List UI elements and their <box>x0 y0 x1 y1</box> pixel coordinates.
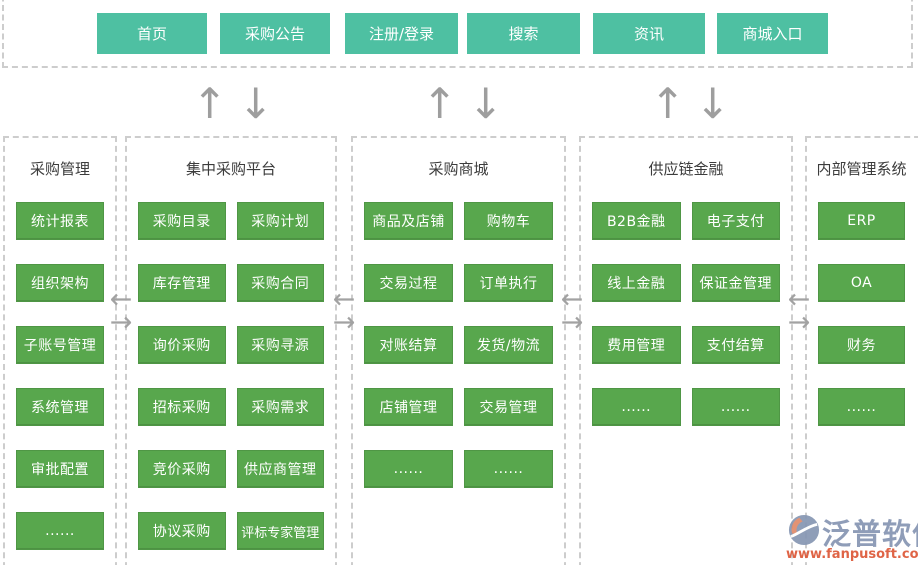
up-arrow-icon: ↑ <box>192 79 228 128</box>
module-box[interactable]: 采购目录 <box>138 202 226 240</box>
nav-button-announcements[interactable]: 采购公告 <box>220 13 330 54</box>
right-arrow-icon: → <box>787 307 811 338</box>
module-box[interactable]: 采购合同 <box>236 264 324 302</box>
module-box[interactable]: ...... <box>364 450 453 488</box>
module-box[interactable]: 采购需求 <box>236 388 324 426</box>
column-internal-management-systems: 内部管理系统 ERP OA 财务 ...... <box>805 136 918 565</box>
module-box[interactable]: 系统管理 <box>16 388 104 426</box>
module-box[interactable]: 询价采购 <box>138 326 226 364</box>
down-arrow-icon: ↓ <box>468 79 504 128</box>
right-arrow-icon: → <box>560 307 584 338</box>
module-box[interactable]: 费用管理 <box>592 326 681 364</box>
nav-button-mall-entry[interactable]: 商城入口 <box>717 13 828 54</box>
module-box[interactable]: 采购寻源 <box>236 326 324 364</box>
right-arrow-icon: → <box>109 307 133 338</box>
column-procurement-management: 采购管理 统计报表 组织架构 子账号管理 系统管理 审批配置 ...... <box>3 136 117 565</box>
top-nav-panel <box>2 0 913 68</box>
column-supply-chain-finance: 供应链金融 B2B金融 电子支付 线上金融 保证金管理 费用管理 支付结算 ..… <box>579 136 793 565</box>
module-box[interactable]: 购物车 <box>464 202 553 240</box>
module-box[interactable]: 交易管理 <box>464 388 553 426</box>
watermark-url-text: www.fanpusoft.com <box>786 547 918 562</box>
module-box[interactable]: 支付结算 <box>691 326 780 364</box>
module-box[interactable]: 交易过程 <box>364 264 453 302</box>
module-box[interactable]: ...... <box>16 512 104 550</box>
module-box[interactable]: 协议采购 <box>138 512 226 550</box>
column-title: 采购商城 <box>428 160 489 178</box>
module-box[interactable]: 店铺管理 <box>364 388 453 426</box>
module-grid: 统计报表 组织架构 子账号管理 系统管理 审批配置 ...... <box>16 202 104 550</box>
module-box[interactable]: 供应商管理 <box>236 450 324 488</box>
module-box[interactable]: B2B金融 <box>592 202 681 240</box>
module-box[interactable]: 统计报表 <box>16 202 104 240</box>
nav-button-search[interactable]: 搜索 <box>467 13 580 54</box>
down-arrow-icon: ↓ <box>695 79 731 128</box>
module-box[interactable]: 竞价采购 <box>138 450 226 488</box>
module-box[interactable]: ...... <box>592 388 681 426</box>
module-box[interactable]: 财务 <box>818 326 905 364</box>
module-box[interactable]: 库存管理 <box>138 264 226 302</box>
down-arrow-icon: ↓ <box>238 79 274 128</box>
module-box[interactable]: ...... <box>691 388 780 426</box>
module-box[interactable]: 采购计划 <box>236 202 324 240</box>
column-central-procurement-platform: 集中采购平台 采购目录 采购计划 库存管理 采购合同 询价采购 采购寻源 招标采… <box>125 136 337 565</box>
left-arrow-icon: ← <box>787 284 811 315</box>
up-arrow-icon: ↑ <box>422 79 458 128</box>
column-title: 集中采购平台 <box>185 160 276 178</box>
module-box[interactable]: 保证金管理 <box>691 264 780 302</box>
module-box[interactable]: 组织架构 <box>16 264 104 302</box>
module-grid: ERP OA 财务 ...... <box>818 202 905 426</box>
module-box[interactable]: 子账号管理 <box>16 326 104 364</box>
right-arrow-icon: → <box>332 307 356 338</box>
left-arrow-icon: ← <box>560 284 584 315</box>
module-box[interactable]: 线上金融 <box>592 264 681 302</box>
watermark-brand-text: 泛普软件 <box>822 517 918 551</box>
nav-button-home[interactable]: 首页 <box>97 13 207 54</box>
module-grid: 商品及店铺 购物车 交易过程 订单执行 对账结算 发货/物流 店铺管理 交易管理… <box>364 202 553 488</box>
module-box[interactable]: 发货/物流 <box>464 326 553 364</box>
module-box[interactable]: 招标采购 <box>138 388 226 426</box>
left-arrow-icon: ← <box>109 284 133 315</box>
left-arrow-icon: ← <box>332 284 356 315</box>
module-box[interactable]: 商品及店铺 <box>364 202 453 240</box>
nav-button-register-login[interactable]: 注册/登录 <box>345 13 458 54</box>
module-box[interactable]: ...... <box>464 450 553 488</box>
column-title: 供应链金融 <box>648 160 724 178</box>
module-box[interactable]: OA <box>818 264 905 302</box>
module-box[interactable]: ...... <box>818 388 905 426</box>
fanpu-logo-icon <box>788 514 820 546</box>
module-box[interactable]: 电子支付 <box>691 202 780 240</box>
watermark: 泛普软件 www.fanpusoft.com <box>786 511 918 565</box>
module-grid: 采购目录 采购计划 库存管理 采购合同 询价采购 采购寻源 招标采购 采购需求 … <box>138 202 324 550</box>
module-box[interactable]: 对账结算 <box>364 326 453 364</box>
column-title: 采购管理 <box>29 160 90 178</box>
column-procurement-mall: 采购商城 商品及店铺 购物车 交易过程 订单执行 对账结算 发货/物流 店铺管理… <box>351 136 566 565</box>
module-box[interactable]: 审批配置 <box>16 450 104 488</box>
module-box[interactable]: ERP <box>818 202 905 240</box>
nav-button-news[interactable]: 资讯 <box>593 13 705 54</box>
up-arrow-icon: ↑ <box>650 79 686 128</box>
module-grid: B2B金融 电子支付 线上金融 保证金管理 费用管理 支付结算 ...... .… <box>592 202 780 426</box>
module-box[interactable]: 评标专家管理 <box>236 512 324 550</box>
module-box[interactable]: 订单执行 <box>464 264 553 302</box>
column-title: 内部管理系统 <box>816 160 907 178</box>
